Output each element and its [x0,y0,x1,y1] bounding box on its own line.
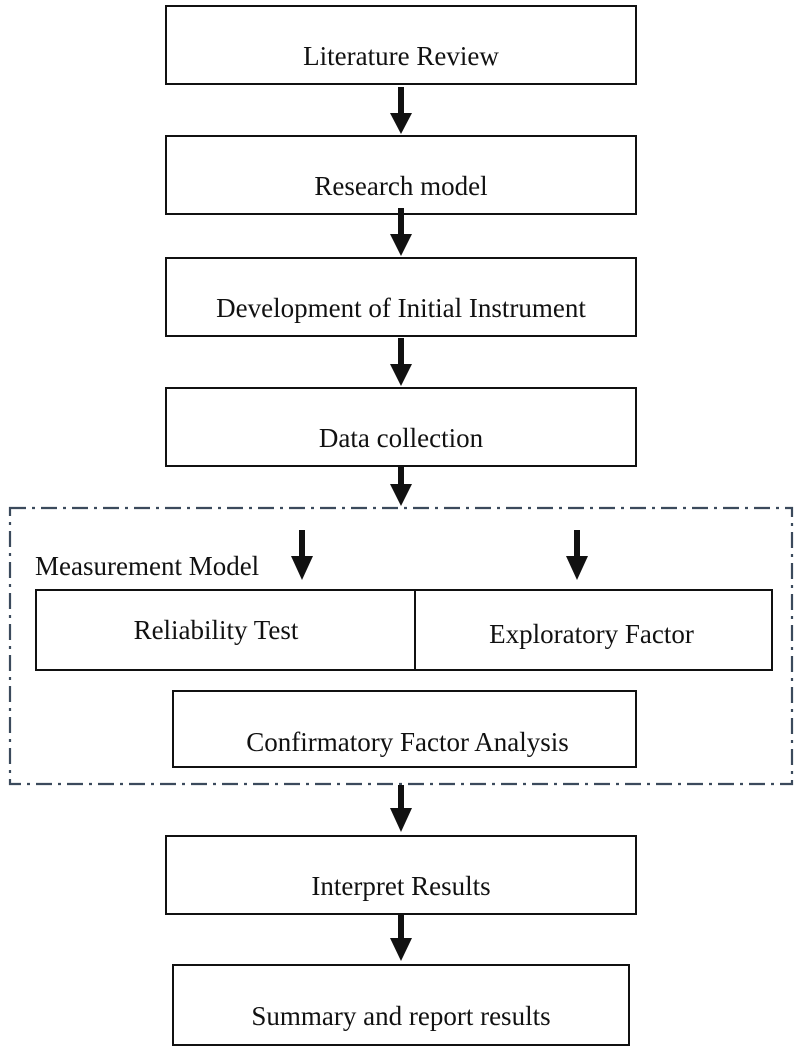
exploratory-factor-label: Exploratory Factor [489,618,694,649]
arrow-to-reliability [291,530,313,580]
summary-box: Summary and report results [172,964,630,1046]
development-label: Development of Initial Instrument [216,292,586,323]
development-box: Development of Initial Instrument [165,257,637,337]
data-collection-box: Data collection [165,387,637,467]
arrow-to-exploratory [566,530,588,580]
confirmatory-factor-box: Confirmatory Factor Analysis [172,690,637,768]
arrow-interpret-to-summary [390,914,412,961]
data-collection-label: Data collection [318,422,484,453]
exploratory-factor-box: Exploratory Factor [414,589,773,671]
arrow-frame-to-interpret [390,785,412,832]
research-model-box: Research model [165,135,637,215]
confirmatory-factor-label: Confirmatory Factor Analysis [246,726,569,757]
interpret-results-box: Interpret Results [165,835,637,915]
literature-review-label: Literature Review [303,40,499,71]
literature-review-box: Literature Review [165,5,637,85]
reliability-test-box: Reliability Test [35,589,417,671]
arrow-data-to-frame [390,467,412,506]
arrow-model-to-dev [390,208,412,256]
reliability-test-label: Reliability Test [133,614,299,645]
interpret-results-label: Interpret Results [311,870,491,901]
summary-label: Summary and report results [251,1000,551,1031]
arrow-dev-to-data [390,338,412,386]
research-model-label: Research model [314,170,488,201]
arrow-lit-to-model [390,87,412,134]
measurement-model-label: Measurement Model [35,551,260,581]
